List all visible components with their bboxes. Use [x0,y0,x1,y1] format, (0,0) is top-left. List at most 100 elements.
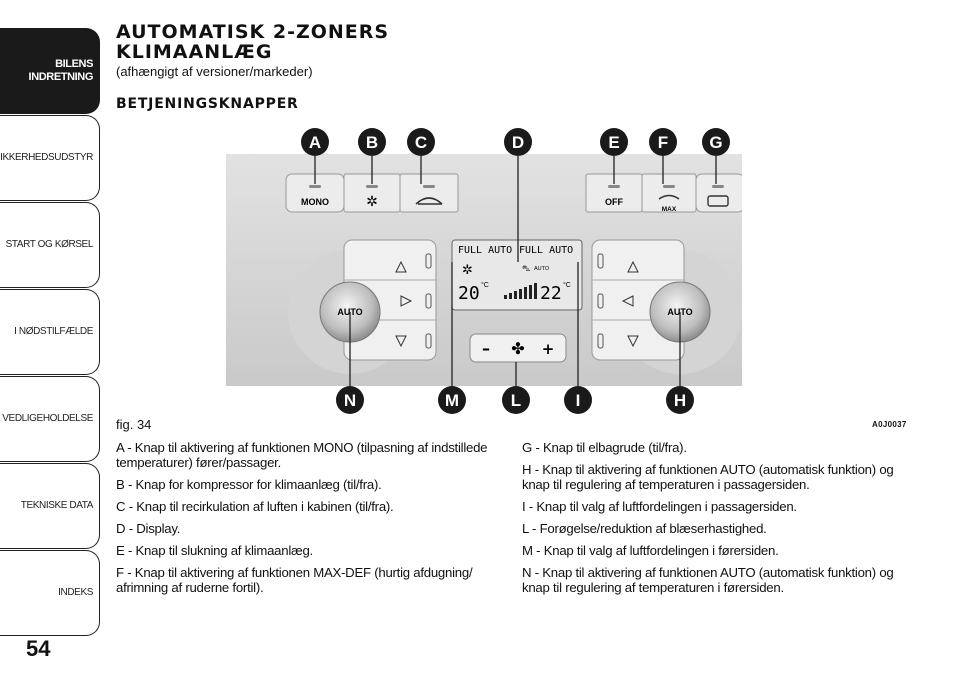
tab-label: BILENS INDRETNING [28,58,94,83]
off-label: OFF [605,197,623,207]
legend-item-n: N - Knap til aktivering af funktionen AU… [522,565,894,595]
tab-label: VEDLIGEHOLDELSE [2,413,93,425]
display-full-auto-right: FULL AUTO [519,245,573,256]
legend-item-e: E - Knap til slukning af klimaanlæg. [116,543,313,558]
section-heading: BETJENINGSKNAPPER [116,96,299,112]
svg-text:D: D [512,133,524,152]
tab-vedligeholdelse[interactable]: VEDLIGEHOLDELSE [0,376,100,462]
svg-text:N: N [344,391,356,410]
display-full-auto-left: FULL AUTO [458,245,512,256]
tab-indeks[interactable]: INDEKS [0,550,100,636]
driver-led [425,293,432,309]
passenger-led [597,333,604,349]
svg-text:I: I [576,391,581,410]
callout-g: G [702,128,730,156]
svg-text:C: C [415,133,427,152]
callout-c: C [407,128,435,156]
tab-label: TEKNISKE DATA [20,500,94,512]
rear-window-heater-icon [707,195,729,207]
air-down-icon[interactable] [395,335,407,348]
svg-text:L: L [511,391,521,410]
driver-led [425,253,432,269]
driver-led [425,333,432,349]
svg-text:A: A [309,133,321,152]
legend-item-f: F - Knap til aktivering af funktionen MA… [116,565,473,595]
svg-text:B: B [366,133,378,152]
rear-heater-led [712,185,724,188]
page-number: 54 [26,636,51,661]
legend-right-column: G - Knap til elbagrude (til/fra). H - Kn… [522,440,902,602]
tab-bilens-indretning[interactable]: BILENS INDRETNING [0,28,100,114]
tab-i-nodstilfaelde[interactable]: I NØDSTILFÆLDE [0,289,100,375]
callout-h: H [666,386,694,414]
page-title: AUTOMATISK 2-ZONERS KLIMAANLÆG [116,22,389,62]
display-temp-right: 22 [540,283,562,304]
climate-panel-figure: MONO ✲ OFF MAX [226,154,745,386]
air-down-icon[interactable] [627,335,639,348]
air-middle-icon[interactable] [621,295,634,307]
tab-label: START OG KØRSEL [5,239,94,251]
mono-label: MONO [301,197,329,207]
climate-panel-illustration: MONO ✲ OFF MAX [226,154,745,386]
display-temp-left: 20 [458,283,480,304]
fan-plus[interactable]: + [542,340,555,358]
svg-text:G: G [709,133,722,152]
mono-led [309,185,321,188]
recirculation-button[interactable] [399,173,459,213]
legend-item-i: I - Knap til valg af luftfordelingen i p… [522,499,797,514]
passenger-led [597,253,604,269]
legend-item-h: H - Knap til aktivering af funktionen AU… [522,462,894,492]
display-temp-left-unit: °C [481,281,489,289]
legend-item-m: M - Knap til valg af luftfordelingen i f… [522,543,779,558]
legend-item-c: C - Knap til recirkulation af luften i k… [116,499,394,514]
windscreen-defrost-icon [658,194,680,200]
callout-d: D [504,128,532,156]
display-fan-car-icon: ⛍ [522,264,530,273]
tab-label: INDEKS [58,587,93,599]
callout-l: L [502,386,530,414]
ac-led [366,185,378,188]
air-up-icon[interactable] [627,260,639,273]
fan-speed-rocker[interactable]: – ✤ + [469,333,567,363]
page-title-line-1: AUTOMATISK 2-ZONERS [116,21,390,43]
legend-item-a: A - Knap til aktivering af funktionen MO… [116,440,488,470]
page-title-line-2: KLIMAANLÆG [116,41,273,63]
legend-left-column: A - Knap til aktivering af funktionen MO… [116,440,504,602]
recirculation-led [423,185,435,188]
callout-m: M [438,386,466,414]
callout-a: A [301,128,329,156]
fan-minus[interactable]: – [482,339,490,358]
snowflake-icon: ✲ [366,194,378,210]
legend-item-b: B - Knap for kompressor for klimaanlæg (… [116,477,382,492]
climate-display: FULL AUTO FULL AUTO ✲ ⛍ AUTO 20 °C 22 °C [451,239,583,311]
svg-text:M: M [445,391,459,410]
air-up-icon[interactable] [395,260,407,273]
tab-start-og-korsel[interactable]: START OG KØRSEL [0,202,100,288]
figure-caption: fig. 34 [116,417,152,432]
legend-item-l: L - Forøgelse/reduktion af blæserhastigh… [522,521,767,536]
callout-b: B [358,128,386,156]
page-subtitle: (afhængigt af versioner/markeder) [116,64,313,79]
recirculation-icon [415,197,443,205]
callout-i: I [564,386,592,414]
legend-item-d: D - Display. [116,521,181,536]
air-middle-icon[interactable] [400,295,413,307]
passenger-led [597,293,604,309]
tab-sikkerhedsudstyr[interactable]: SIKKERHEDSUDSTYR [0,115,100,201]
fan-speed-bars [504,283,537,299]
callout-e: E [600,128,628,156]
display-snowflake-icon: ✲ [462,263,473,278]
figure-code: A0J0037 [872,420,907,429]
driver-auto-label: AUTO [337,307,362,317]
display-temp-right-unit: °C [563,281,571,289]
tab-label: SIKKERHEDSUDSTYR [0,152,93,164]
off-led [608,185,620,188]
svg-text:E: E [608,133,619,152]
fan-rocker-body[interactable] [469,333,567,363]
fan-icon: ✤ [511,339,524,358]
max-def-led [663,185,675,188]
legend-item-g: G - Knap til elbagrude (til/fra). [522,440,687,455]
callout-f: F [649,128,677,156]
max-label: MAX [662,206,677,213]
tab-tekniske-data[interactable]: TEKNISKE DATA [0,463,100,549]
